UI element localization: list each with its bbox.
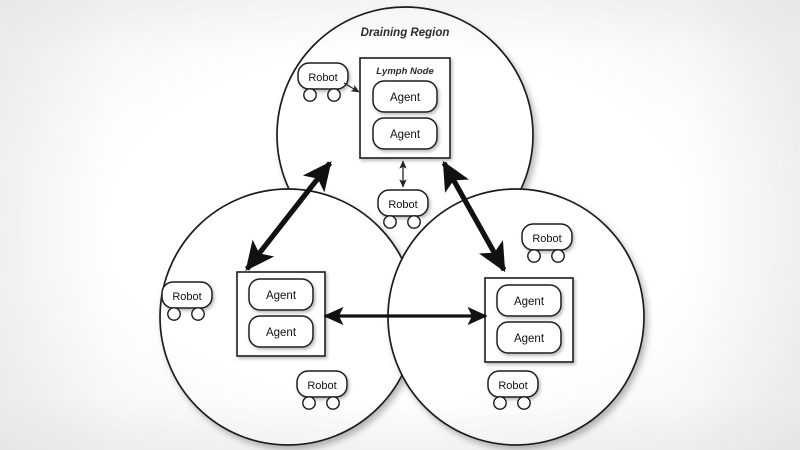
bottom-right-robot-bottom[interactable]: Robot — [487, 370, 539, 410]
robot-wheel-icon — [167, 307, 181, 321]
robot-wheel-icon — [527, 249, 541, 263]
bottom-left-agent-1[interactable]: Agent — [248, 278, 314, 311]
bottom-left-robot-bottom-label: Robot — [307, 380, 336, 392]
bottom-right-robot-top[interactable]: Robot — [521, 223, 573, 263]
top-robot-left-label: Robot — [308, 72, 337, 84]
robot-wheel-icon — [303, 88, 317, 102]
bottom-left-agent-1-label: Agent — [266, 290, 297, 302]
top-robot-below-label: Robot — [388, 199, 417, 211]
bottom-left-robot-bottom[interactable]: Robot — [296, 370, 348, 410]
bottom-right-robot-top-label: Robot — [532, 233, 561, 245]
robot-wheel-icon — [302, 396, 316, 410]
bottom-right-draining-region[interactable]: Agent Agent Robot Robot — [484, 223, 574, 410]
bottom-right-agent-2[interactable]: Agent — [496, 321, 562, 354]
bottom-right-agent-2-label: Agent — [514, 333, 545, 345]
robot-wheel-icon — [383, 215, 397, 229]
robot-wheel-icon — [407, 215, 421, 229]
link-top-to-bottom-right[interactable] — [441, 160, 507, 273]
top-lymph-node-label: Lymph Node — [376, 66, 434, 77]
top-agent-1[interactable]: Agent — [372, 80, 438, 113]
top-agent-2[interactable]: Agent — [372, 117, 438, 150]
bottom-right-agent-1[interactable]: Agent — [496, 284, 562, 317]
bottom-left-robot-left[interactable]: Robot — [161, 281, 213, 321]
top-region-label: Draining Region — [361, 27, 450, 39]
link-top-to-bottom-left[interactable] — [244, 161, 333, 271]
bottom-left-agent-2[interactable]: Agent — [248, 315, 314, 348]
robot-wheel-icon — [191, 307, 205, 321]
bottom-right-robot-bottom-label: Robot — [498, 380, 527, 392]
bottom-left-robot-left-label: Robot — [172, 291, 201, 303]
link-robot-to-top-lymph-node[interactable] — [343, 82, 360, 93]
top-draining-region[interactable]: Draining Region Lymph Node Agent Agent R… — [297, 27, 451, 229]
robot-wheel-icon — [326, 396, 340, 410]
robot-wheel-icon — [551, 249, 565, 263]
bottom-right-agent-1-label: Agent — [514, 296, 545, 308]
top-robot-left[interactable]: Robot — [297, 62, 349, 102]
top-agent-1-label: Agent — [390, 92, 421, 104]
top-robot-below[interactable]: Robot — [377, 189, 429, 229]
robot-wheel-icon — [517, 396, 531, 410]
bottom-left-agent-2-label: Agent — [266, 327, 297, 339]
robot-wheel-icon — [327, 88, 341, 102]
bottom-left-draining-region[interactable]: Agent Agent Robot Robot — [161, 271, 348, 410]
connections — [244, 82, 507, 326]
top-agent-2-label: Agent — [390, 129, 421, 141]
robot-wheel-icon — [493, 396, 507, 410]
